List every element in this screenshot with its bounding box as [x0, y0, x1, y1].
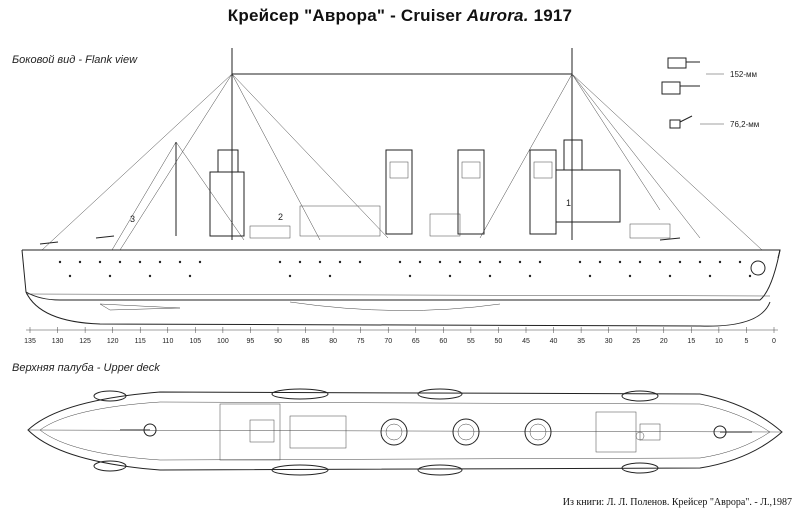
152mm-gun-icon [661, 57, 724, 95]
funnel-top-3 [524, 418, 552, 446]
frame-tick-label: 20 [660, 338, 668, 345]
frame-tick-label: 80 [329, 338, 337, 345]
frame-tick-label: 90 [274, 338, 282, 345]
frame-tick-label: 110 [162, 338, 173, 345]
flank-view-label: Боковой вид - Flank view [12, 54, 138, 66]
waterline [25, 293, 771, 297]
upper-deck-plan [27, 388, 783, 476]
callout-1: 1 [566, 198, 571, 208]
frame-tick-label: 60 [439, 338, 447, 345]
frame-tick-label: 0 [772, 338, 776, 345]
drawing-title: Крейсер "Аврора" - Cruiser Aurora. 1917 [0, 6, 800, 26]
frame-tick-label: 75 [357, 338, 365, 345]
frame-tick-label: 35 [577, 338, 585, 345]
title-ship-name: Aurora. [466, 6, 529, 25]
title-russian: Крейсер "Аврора" [227, 6, 386, 25]
frame-tick-label: 40 [550, 338, 558, 345]
frame-tick-label: 50 [495, 338, 503, 345]
title-english-prefix: Cruiser [400, 6, 462, 25]
main-deck [22, 249, 781, 259]
frame-tick-label: 120 [107, 338, 119, 345]
funnel-top-2 [452, 418, 480, 446]
portholes [58, 260, 752, 278]
frame-tick-label: 105 [189, 338, 201, 345]
title-year: 1917 [533, 6, 573, 25]
funnels [385, 149, 557, 235]
source-citation: Из книги: Л. Л. Поленов. Крейсер "Аврора… [562, 497, 792, 508]
frame-tick-label: 95 [247, 338, 255, 345]
frame-tick-label: 30 [605, 338, 613, 345]
hull-upper [21, 249, 781, 301]
frame-tick-label: 5 [744, 338, 748, 345]
frame-tick-label: 65 [412, 338, 420, 345]
frame-tick-label: 125 [79, 338, 91, 345]
legend-152mm-label: 152-мм [730, 70, 758, 79]
frame-tick-label: 100 [217, 338, 229, 345]
frame-tick-label: 85 [302, 338, 310, 345]
frame-tick-label: 135 [24, 338, 36, 345]
legend-76mm-label: 76,2-мм [730, 120, 760, 129]
funnel-top-1 [380, 418, 408, 446]
frame-tick-label: 15 [687, 338, 695, 345]
hull-lower [25, 291, 771, 327]
frame-tick-label: 55 [467, 338, 475, 345]
anchor-hawse [750, 260, 766, 276]
callout-3: 3 [130, 214, 135, 224]
upper-deck-label: Верхняя палуба - Upper deck [12, 362, 160, 374]
frame-tick-label: 45 [522, 338, 530, 345]
title-separator: - [390, 6, 396, 25]
frame-tick-label: 115 [135, 338, 146, 345]
frame-tick-label: 70 [384, 338, 392, 345]
frame-tick-label: 25 [632, 338, 640, 345]
callout-2: 2 [278, 212, 283, 222]
76mm-gun-icon [669, 115, 724, 129]
frame-tick-label: 130 [52, 338, 64, 345]
frame-tick-label: 10 [715, 338, 723, 345]
flank-view-profile: 3 2 1 [21, 48, 781, 327]
